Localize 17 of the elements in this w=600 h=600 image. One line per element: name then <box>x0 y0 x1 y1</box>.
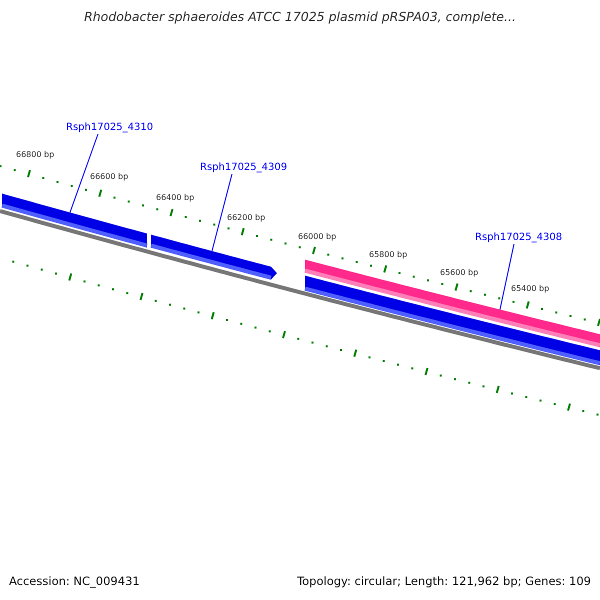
leader-line <box>212 174 232 252</box>
tick-label: 65600 bp <box>440 268 478 277</box>
gene-label: Rsph17025_4308 <box>475 232 562 243</box>
gene-bar <box>1 194 148 248</box>
tick-label: 66000 bp <box>298 232 336 241</box>
title: Rhodobacter sphaeroides ATCC 17025 plasmid pRSPA03, complete... <box>83 9 517 24</box>
gene-block <box>150 234 277 280</box>
tick-label: 66800 bp <box>16 150 54 159</box>
tick-label: 66400 bp <box>156 193 194 202</box>
tick-label: 65400 bp <box>511 284 550 293</box>
leader-line <box>70 134 98 213</box>
summary-label: Topology: circular; Length: 121,962 bp; Genes: 109 <box>297 574 591 588</box>
gene-bar <box>304 276 600 366</box>
gene-label: Rsph17025_4310 <box>66 122 154 133</box>
accession-label: Accession: NC_009431 <box>9 574 140 588</box>
leader-line <box>500 244 514 310</box>
gene-label: Rsph17025_4309 <box>200 162 288 173</box>
